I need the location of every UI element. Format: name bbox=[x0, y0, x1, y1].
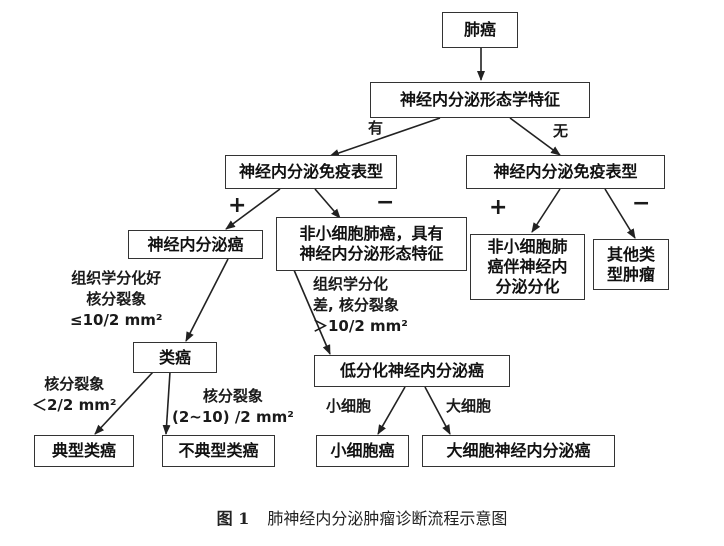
label-minus-left: − bbox=[376, 190, 395, 215]
label-no: 无 bbox=[553, 122, 569, 140]
label-minus-right: − bbox=[632, 191, 651, 216]
node-large-cell-ne-carcinoma: 大细胞神经内分泌癌 bbox=[422, 435, 615, 467]
arrow-poorly-diff-to-small-cell bbox=[377, 386, 406, 435]
figure-number: 图 1 bbox=[216, 509, 250, 528]
figure-caption: 图 1 肺神经内分泌肿瘤诊断流程示意图 bbox=[0, 508, 724, 530]
arrow-carcinoid-to-typical bbox=[94, 371, 154, 435]
label-large-cell: 大细胞 bbox=[446, 397, 492, 415]
arrow-morphology-to-immuno-right bbox=[509, 117, 561, 156]
node-ne-carcinoma: 神经内分泌癌 bbox=[128, 230, 263, 259]
node-typical-carcinoid: 典型类癌 bbox=[34, 435, 134, 467]
label-mitosis-low: 核分裂象 ＜2/2 mm² bbox=[32, 375, 117, 414]
arrow-carcinoid-to-atypical bbox=[162, 371, 171, 435]
label-yes: 有 bbox=[368, 119, 384, 137]
node-ne-immunophenotype-right: 神经内分泌免疫表型 bbox=[466, 155, 665, 189]
arrow-poorly-diff-to-large-cell bbox=[424, 386, 451, 435]
node-carcinoid: 类癌 bbox=[133, 342, 217, 373]
label-plus-right: + bbox=[489, 195, 508, 220]
label-small-cell: 小细胞 bbox=[326, 397, 372, 415]
arrow-ne-carcinoma-to-carcinoid bbox=[185, 258, 229, 342]
label-mitosis-mid: 核分裂象 (2~10) /2 mm² bbox=[172, 387, 294, 426]
label-well-differentiated: 组织学分化好 核分裂象 ≤10/2 mm² bbox=[70, 269, 163, 329]
node-poorly-diff-ne-carcinoma: 低分化神经内分泌癌 bbox=[314, 355, 510, 387]
node-atypical-carcinoid: 不典型类癌 bbox=[162, 435, 275, 467]
arrow-immuno-left-to-ne-carcinoma bbox=[225, 188, 281, 230]
node-small-cell-carcinoma: 小细胞癌 bbox=[316, 435, 409, 467]
node-lung-tumor: 肺癌 bbox=[442, 12, 518, 48]
arrow-immuno-left-to-nsclc bbox=[314, 188, 341, 219]
node-other-tumor: 其他类 型肿瘤 bbox=[593, 239, 669, 290]
node-ne-immunophenotype-left: 神经内分泌免疫表型 bbox=[225, 155, 397, 189]
node-nsclc-ne-differentiation: 非小细胞肺 癌伴神经内 分泌分化 bbox=[470, 234, 585, 300]
arrow-morphology-to-immuno-left bbox=[329, 117, 441, 157]
node-ne-morphology: 神经内分泌形态学特征 bbox=[370, 82, 590, 118]
node-nsclc-with-ne-features: 非小细胞肺癌，具有 神经内分泌形态特征 bbox=[276, 217, 467, 271]
figure-caption-text: 肺神经内分泌肿瘤诊断流程示意图 bbox=[267, 509, 508, 528]
arrow-immuno-right-to-other bbox=[604, 188, 636, 239]
label-poorly-differentiated: 组织学分化 差, 核分裂象 ＞10/2 mm² bbox=[313, 275, 408, 335]
label-plus-left: + bbox=[228, 193, 247, 218]
arrow-nsclc-to-poorly-diff bbox=[293, 269, 331, 355]
arrow-immuno-right-to-nsclc-diff bbox=[531, 188, 561, 233]
